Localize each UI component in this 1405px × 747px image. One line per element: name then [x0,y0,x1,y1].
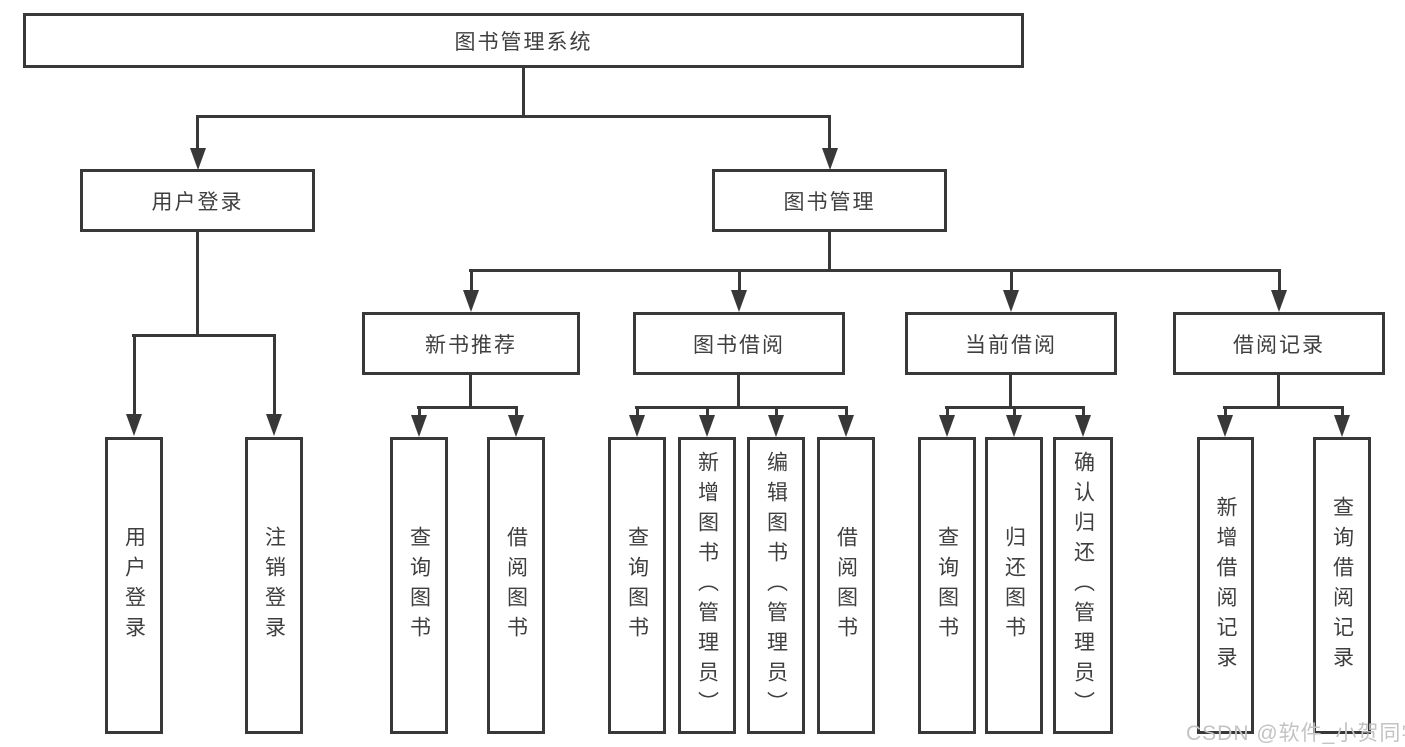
arrow-down-icon [1334,406,1350,437]
leaf-box-add-borrow-record: 新增借阅记录 [1197,437,1254,734]
connector-root-stem [522,68,525,117]
node-box-book-borrow: 图书借阅 [633,312,845,375]
leaf-label: 借阅图书 [834,525,858,646]
node-box-borrow-records: 借阅记录 [1173,312,1385,375]
leaf-box-borrow-books-recommend: 借阅图书 [487,437,545,734]
connector-user-login-stem [196,232,199,336]
leaf-box-query-books-recommend: 查询图书 [390,437,448,734]
node-label-user-login: 用户登录 [151,190,244,214]
arrow-down-icon [699,406,715,437]
arrow-down-icon [629,406,645,437]
node-box-root: 图书管理系统 [23,13,1024,68]
arrow-down-icon [266,334,282,436]
arrow-down-icon [731,269,747,312]
node-label-book-management: 图书管理 [783,190,876,214]
connector-book-borrow-branch [635,406,848,409]
connector-borrow-records-stem [1277,374,1280,408]
leaf-label: 新增借阅记录 [1214,495,1237,676]
connector-new-books-stem [469,374,472,408]
arrow-down-icon [411,406,427,437]
arrow-down-icon [189,115,206,170]
arrow-down-icon [1075,406,1091,437]
leaf-label: 用户登录 [122,525,146,646]
leaf-label: 编辑图书（管理员） [764,450,788,721]
arrow-down-icon [768,406,784,437]
connector-current-borrow-stem [1009,374,1012,408]
connector-new-books-branch [417,406,518,409]
leaf-box-confirm-return-admin: 确认归还（管理员） [1053,437,1113,734]
leaf-label: 借阅图书 [504,525,528,646]
leaf-label: 新增图书（管理员） [695,450,719,721]
leaf-box-add-book-admin: 新增图书（管理员） [678,437,736,734]
connector-book-borrow-stem [737,374,740,408]
arrow-down-icon [1271,269,1287,312]
leaf-label: 归还图书 [1002,525,1026,646]
leaf-box-query-books-borrow: 查询图书 [608,437,666,734]
leaf-label: 查询借阅记录 [1330,495,1354,676]
connector-book-mgmt-branch [469,269,1281,272]
node-box-new-book-recommend: 新书推荐 [362,312,580,375]
arrow-down-icon [1006,406,1022,437]
node-label-current-borrow: 当前借阅 [965,333,1057,357]
leaf-label: 确认归还（管理员） [1071,450,1095,721]
arrow-down-icon [939,406,955,437]
leaf-box-logout: 注销登录 [245,437,303,734]
connector-user-login-branch [132,334,276,337]
leaf-label: 查询图书 [625,525,649,646]
leaf-label: 注销登录 [262,525,286,646]
leaf-box-return-books: 归还图书 [985,437,1043,734]
leaf-box-user-login: 用户登录 [105,437,163,734]
arrow-down-icon [126,334,142,436]
node-label-borrow-records: 借阅记录 [1233,333,1325,357]
leaf-label: 查询图书 [935,525,959,646]
arrow-down-icon [1003,269,1019,312]
leaf-box-borrow-books: 借阅图书 [817,437,875,734]
arrow-down-icon [1217,406,1233,437]
connector-book-mgmt-stem [828,232,831,271]
node-label-book-borrow: 图书借阅 [693,333,785,357]
arrow-down-icon [838,406,854,437]
arrow-down-icon [463,269,479,312]
arrow-down-icon [821,115,838,170]
node-label-new-book-recommend: 新书推荐 [425,333,517,357]
leaf-box-query-borrow-record: 查询借阅记录 [1313,437,1371,734]
watermark-text: CSDN @软件_小贺同学 [1186,722,1405,745]
connector-root-branch [196,115,831,118]
connector-borrow-records-branch [1223,406,1344,409]
leaf-label: 查询图书 [407,525,431,646]
node-label-root: 图书管理系统 [454,30,593,54]
node-box-book-management: 图书管理 [712,169,947,232]
arrow-down-icon [508,406,524,437]
node-box-user-login: 用户登录 [80,169,315,232]
leaf-box-query-books-current: 查询图书 [918,437,976,734]
leaf-box-edit-book-admin: 编辑图书（管理员） [747,437,805,734]
node-box-current-borrow: 当前借阅 [905,312,1117,375]
